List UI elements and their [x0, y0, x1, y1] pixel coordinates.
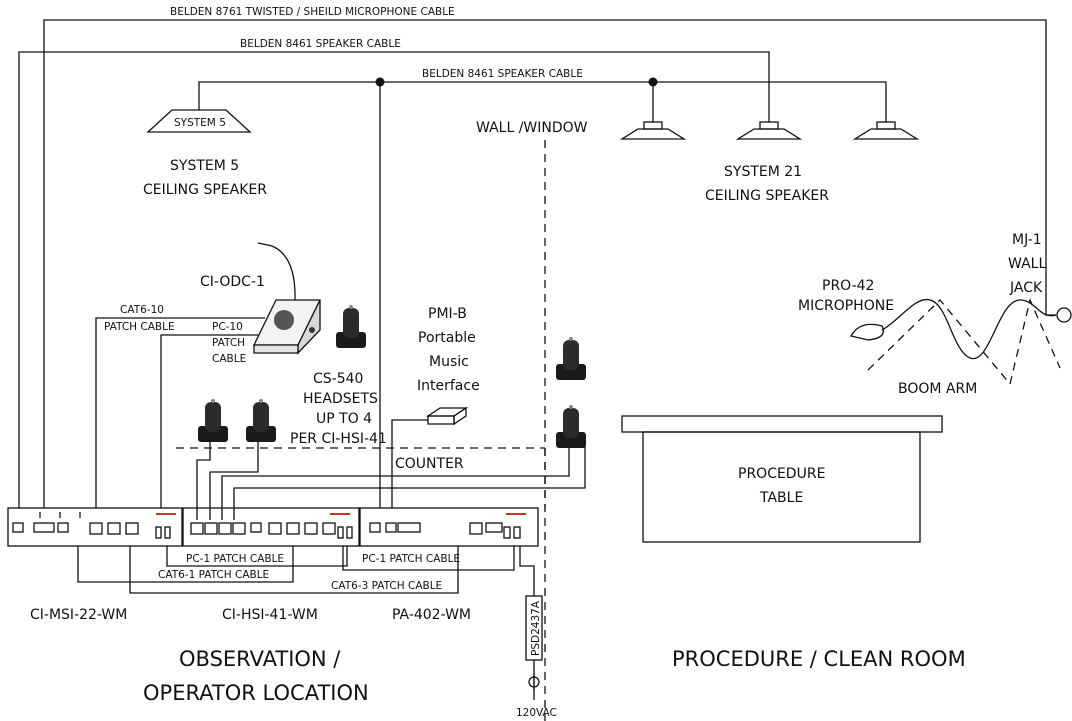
pa-unit	[359, 507, 539, 547]
system21-label-line2: CEILING SPEAKER	[705, 188, 829, 204]
procedure-table-body	[642, 431, 921, 543]
msi-unit	[7, 507, 183, 547]
headsets-label-line2: HEADSETS	[303, 391, 378, 407]
pc10-label-line3: CABLE	[212, 353, 246, 365]
system5-speaker-icon	[146, 109, 252, 133]
odc-label: CI-ODC-1	[200, 274, 265, 290]
system5-label-line1: SYSTEM 5	[170, 158, 239, 174]
pc10-label-line2: PATCH	[212, 337, 245, 349]
system5-box-label: SYSTEM 5	[174, 117, 226, 129]
speaker-cable-run-2	[198, 77, 887, 508]
system5-label-line2: CEILING SPEAKER	[143, 182, 267, 198]
headsets-label-line1: CS-540	[313, 371, 363, 387]
speaker-cable-run-1	[18, 51, 770, 508]
pmib-device-icon	[425, 406, 469, 426]
pmib-label-line4: Interface	[417, 378, 480, 394]
cat6-3-label: CAT6-3 PATCH CABLE	[331, 580, 442, 592]
power-label: 120VAC	[516, 707, 557, 719]
cat6-10-label: CAT6-10	[120, 304, 164, 316]
procedure-room-label: PROCEDURE / CLEAN ROOM	[672, 647, 966, 671]
mic-cable-label: BELDEN 8761 TWISTED / SHEILD MICROPHONE …	[170, 6, 455, 18]
cat6-1-label: CAT6-1 PATCH CABLE	[158, 569, 269, 581]
system21-speaker-icon	[735, 121, 803, 140]
microphone-icon	[850, 323, 885, 341]
gooseneck-icon	[257, 242, 296, 301]
msi-label: CI-MSI-22-WM	[30, 607, 127, 623]
cat6-10-patch-label: PATCH CABLE	[104, 321, 175, 333]
system21-label-line1: SYSTEM 21	[724, 164, 802, 180]
wall-window-label: WALL /WINDOW	[476, 120, 588, 136]
power-plug-icon	[528, 674, 540, 690]
pc10-label-line1: PC-10	[212, 321, 243, 333]
headset-icon	[556, 337, 586, 380]
hsi-label: CI-HSI-41-WM	[222, 607, 318, 623]
speaker-cable-label-1: BELDEN 8461 SPEAKER CABLE	[240, 38, 401, 50]
counter-label: COUNTER	[395, 456, 464, 472]
procedure-table-line2: TABLE	[759, 490, 803, 506]
headset-icon	[246, 399, 276, 442]
mic-cable	[881, 298, 1057, 360]
system21-speaker-icon	[852, 121, 920, 140]
pmib-label-line2: Portable	[418, 330, 476, 346]
microphone-label-line1: PRO-42	[822, 278, 874, 294]
headsets-label-line3: UP TO 4	[316, 411, 372, 427]
pa-label: PA-402-WM	[392, 607, 471, 623]
observation-label-line2: OPERATOR LOCATION	[143, 681, 369, 705]
jack-label-line3: JACK	[1009, 280, 1043, 296]
speaker-cable-label-2: BELDEN 8461 SPEAKER CABLE	[422, 68, 583, 80]
system21-speaker-icon	[619, 121, 687, 140]
pc1-label-b: PC-1 PATCH CABLE	[362, 553, 460, 565]
odc-station-icon	[252, 299, 322, 355]
headset-icon	[336, 305, 366, 348]
hsi-unit	[182, 507, 360, 547]
psu-label: PSD2437A	[530, 600, 542, 656]
boom-arm-label: BOOM ARM	[898, 381, 977, 397]
boom-arm	[867, 299, 1011, 385]
pc1-label-a: PC-1 PATCH CABLE	[186, 553, 284, 565]
wall-jack-icon	[1056, 307, 1072, 323]
jack-label-line1: MJ-1	[1012, 232, 1042, 248]
microphone-label-line2: MICROPHONE	[798, 298, 894, 314]
observation-label-line1: OBSERVATION /	[179, 647, 341, 671]
pmib-label-line3: Music	[429, 354, 469, 370]
headset-icon	[556, 405, 586, 448]
headset-icon	[198, 399, 228, 442]
procedure-table-top	[621, 415, 943, 433]
pmib-label-line1: PMI-B	[428, 306, 467, 322]
procedure-table-line1: PROCEDURE	[738, 466, 825, 482]
jack-label-line2: WALL	[1008, 256, 1046, 272]
headsets-label-line4: PER CI-HSI-41	[290, 431, 387, 447]
mic-cable-run	[43, 19, 1056, 508]
